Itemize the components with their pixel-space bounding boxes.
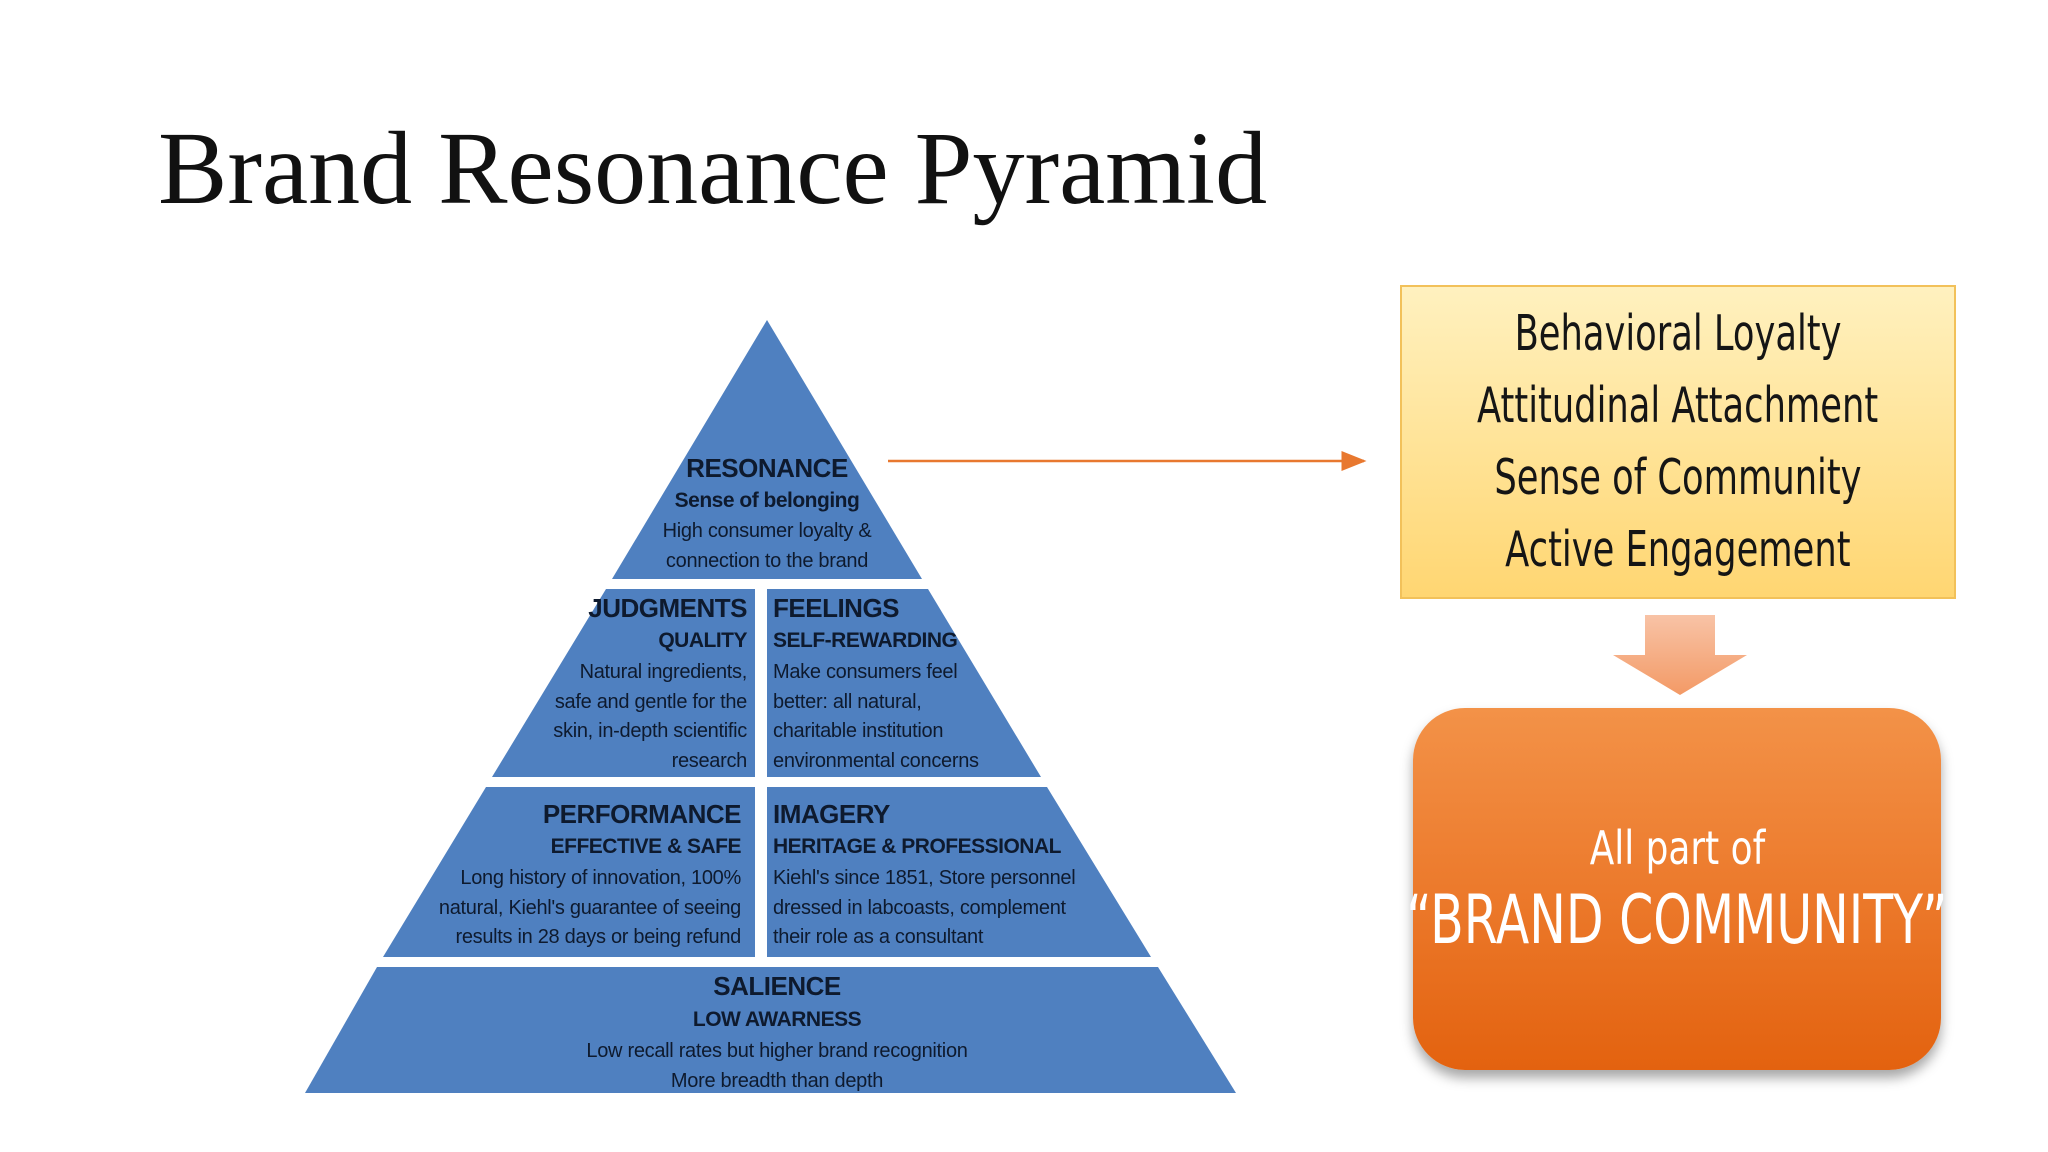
judgments-body-line: skin, in-depth scientific — [553, 720, 747, 742]
loyalty-item: Behavioral Loyalty — [1514, 305, 1842, 362]
resonance-heading: RESONANCE — [686, 453, 848, 483]
feelings-body-line: environmental concerns — [773, 750, 979, 772]
tier-imagery — [767, 787, 1151, 957]
judgments-body-line: research — [672, 750, 747, 772]
judgments-subheading: QUALITY — [658, 629, 747, 652]
performance-body-line: natural, Kiehl's guarantee of seeing — [439, 897, 741, 919]
imagery-body-line: dressed in labcoasts, complement — [773, 897, 1067, 919]
imagery-heading: IMAGERY — [773, 799, 890, 829]
resonance-body-line: connection to the brand — [666, 550, 868, 572]
salience-subheading: LOW AWARNESS — [693, 1008, 862, 1031]
feelings-heading: FEELINGS — [773, 593, 899, 623]
salience-body-line: More breadth than depth — [671, 1070, 883, 1092]
imagery-body-line: Kiehl's since 1851, Store personnel — [773, 867, 1075, 889]
resonance-body-line: High consumer loyalty & — [663, 520, 873, 542]
resonance-subheading: Sense of belonging — [675, 489, 860, 512]
judgments-body-line: safe and gentle for the — [555, 691, 747, 713]
judgments-body-line: Natural ingredients, — [580, 661, 747, 683]
judgments-heading: JUDGMENTS — [588, 593, 747, 623]
salience-heading: SALIENCE — [713, 971, 841, 1001]
slide-title: Brand Resonance Pyramid — [158, 111, 1268, 226]
feelings-body-line: better: all natural, — [773, 691, 922, 713]
down-arrow — [1613, 615, 1747, 695]
loyalty-item: Attitudinal Attachment — [1477, 377, 1879, 434]
brand-community-box: All part of “BRAND COMMUNITY” — [1406, 708, 1948, 1070]
performance-body-line: results in 28 days or being refund — [455, 926, 741, 948]
loyalty-item: Active Engagement — [1505, 521, 1851, 578]
community-headline: “BRAND COMMUNITY” — [1406, 881, 1948, 960]
feelings-subheading: SELF-REWARDING — [773, 629, 957, 652]
tier-resonance — [612, 320, 922, 579]
salience-body-line: Low recall rates but higher brand recogn… — [586, 1040, 967, 1062]
tier-salience — [305, 967, 1236, 1093]
performance-body-line: Long history of innovation, 100% — [460, 867, 741, 889]
tier-feelings — [767, 589, 1041, 777]
community-caption: All part of — [1589, 821, 1765, 875]
loyalty-item: Sense of Community — [1494, 449, 1862, 506]
feelings-body-line: charitable institution — [773, 720, 943, 742]
imagery-subheading: HERITAGE & PROFESSIONAL — [773, 835, 1062, 858]
tier-judgments — [492, 589, 755, 777]
performance-subheading: EFFECTIVE & SAFE — [551, 835, 742, 858]
loyalty-outcomes-box: Behavioral Loyalty Attitudinal Attachmen… — [1400, 285, 1956, 599]
tier-performance — [383, 787, 755, 957]
feelings-body-line: Make consumers feel — [773, 661, 957, 683]
performance-heading: PERFORMANCE — [543, 799, 741, 829]
imagery-body-line: their role as a consultant — [773, 926, 984, 948]
